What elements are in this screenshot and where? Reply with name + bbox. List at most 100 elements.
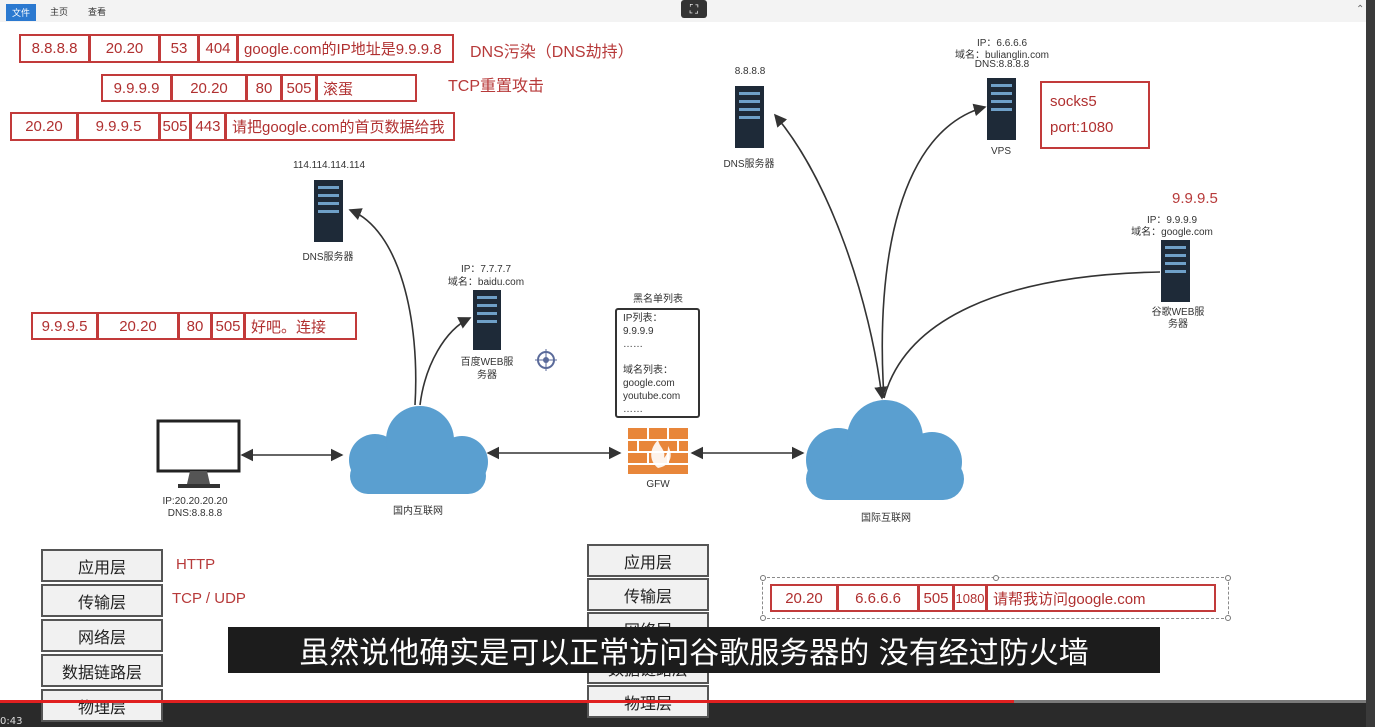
tab-view[interactable]: 查看 <box>88 8 107 18</box>
layer-physical: 物理层 <box>41 689 163 722</box>
crosshair-icon <box>535 349 557 371</box>
baidu-server-icon <box>473 290 501 350</box>
socks5-box: socks5 port:1080 <box>1040 81 1150 149</box>
tcp-reset-note: TCP重置攻击 <box>448 78 545 95</box>
dns-cn-server-icon <box>314 180 343 242</box>
google-label-1: 谷歌WEB服 <box>1151 307 1205 318</box>
packet-payload: 请把google.com的首页数据给我 <box>225 112 455 141</box>
computer-icon <box>156 419 241 488</box>
baidu-label-2: 务器 <box>477 370 497 381</box>
packet-dst: 9.9.9.5 <box>77 112 160 141</box>
gfw-label: GFW <box>646 479 670 490</box>
selection-box[interactable] <box>760 575 1231 621</box>
blacklist-line <box>623 351 692 364</box>
collapse-icon[interactable]: ⌃ <box>1356 4 1365 15</box>
blacklist-line: …… <box>623 339 643 350</box>
packet-payload: google.com的IP地址是9.9.9.8 <box>237 34 454 63</box>
layer-datalink: 数据链路层 <box>41 654 163 687</box>
blacklist-line: google.com <box>623 378 675 389</box>
baidu-ip: IP：7.7.7.7 <box>460 264 512 275</box>
blacklist-line: …… <box>623 404 643 415</box>
packet-dst-port: 505 <box>281 74 317 102</box>
packet-src: 20.20 <box>10 112 78 141</box>
fullscreen-icon[interactable]: ⛶ <box>681 0 707 18</box>
packet-dst: 20.20 <box>171 74 247 102</box>
layer-transport: 传输层 <box>587 578 709 611</box>
dns-cn-label: DNS服务器 <box>302 252 354 263</box>
resize-handle[interactable] <box>760 615 766 621</box>
blacklist-title: 黑名单列表 <box>633 294 683 305</box>
tab-file[interactable]: 文件 <box>6 4 37 21</box>
cn-cloud-to-baidu-arrow <box>419 317 472 406</box>
cn-internet-cloud <box>349 406 488 494</box>
packet-dst: 6.6.6.6 <box>837 584 919 612</box>
blacklist-box: IP列表： 9.9.9.9 …… 域名列表： google.com youtub… <box>615 308 700 418</box>
vps-ip: IP：6.6.6.6 <box>976 38 1028 49</box>
intl-cloud-to-google-arrow <box>883 271 1161 399</box>
baidu-domain: 域名：baidu.com <box>447 277 525 288</box>
packet-dst: 20.20 <box>97 312 179 340</box>
tcp-udp-label: TCP / UDP <box>172 590 246 607</box>
intl-internet-cloud <box>806 400 964 500</box>
packet-src-port: 505 <box>918 584 954 612</box>
google-server-icon <box>1161 240 1190 302</box>
packet-dst-port: 404 <box>198 34 238 63</box>
packet-src: 8.8.8.8 <box>19 34 90 63</box>
layer-application: 应用层 <box>587 544 709 577</box>
video-subtitle: 虽然说他确实是可以正常访问谷歌服务器的 没有经过防火墙 <box>228 627 1160 673</box>
firewall-icon <box>628 428 688 474</box>
dns-intl-ip: 8.8.8.8 <box>734 66 766 77</box>
video-time: 0:43 <box>0 716 23 727</box>
resize-handle[interactable] <box>760 575 766 581</box>
vps-server-icon <box>987 78 1016 140</box>
vps-domain: 域名：bulianglin.com <box>955 50 1049 61</box>
http-label: HTTP <box>176 556 216 573</box>
baidu-label-1: 百度WEB服 <box>460 357 514 368</box>
layer-application: 应用层 <box>41 549 163 582</box>
google-ip: IP：9.9.9.9 <box>1146 215 1198 226</box>
window-edge <box>1366 0 1375 727</box>
packet-src-port: 80 <box>246 74 282 102</box>
dns-pollution-note: DNS污染（DNS劫持） <box>470 44 634 61</box>
dns-intl-label: DNS服务器 <box>723 159 775 170</box>
google-domain: 域名：google.com <box>1131 227 1213 238</box>
google-highlight-ip: 9.9.9.5 <box>1172 190 1218 207</box>
pc-ip: IP:20.20.20.20 <box>162 496 228 507</box>
blacklist-line: 9.9.9.9 <box>623 326 654 337</box>
packet-src-port: 80 <box>178 312 212 340</box>
dns-cn-ip: 114.114.114.114 <box>292 160 366 171</box>
socks5-protocol: socks5 <box>1050 93 1097 110</box>
intl-cloud-label: 国际互联网 <box>861 513 911 524</box>
cn-cloud-to-dns-arrow <box>348 208 417 406</box>
pc-dns: DNS:8.8.8.8 <box>167 508 223 519</box>
intl-cloud-to-vps-arrow <box>881 103 987 399</box>
dns-intl-server-icon <box>735 86 764 148</box>
socks5-port: port:1080 <box>1050 119 1114 136</box>
packet-src: 9.9.9.5 <box>31 312 98 340</box>
packet-dst-port: 1080 <box>953 584 987 612</box>
video-progress-fill[interactable] <box>0 700 1014 703</box>
packet-payload: 好吧。连接 <box>244 312 357 340</box>
resize-handle[interactable] <box>1225 615 1231 621</box>
google-label-2: 务器 <box>1168 319 1188 330</box>
tab-home[interactable]: 主页 <box>50 8 69 18</box>
blacklist-line: IP列表： <box>623 313 663 324</box>
packet-payload: 滚蛋 <box>316 74 417 102</box>
layer-network: 网络层 <box>41 619 163 652</box>
resize-handle[interactable] <box>1225 575 1231 581</box>
packet-src-port: 505 <box>159 112 191 141</box>
packet-src-port: 53 <box>159 34 199 63</box>
blacklist-line: youtube.com <box>623 391 681 402</box>
layer-transport: 传输层 <box>41 584 163 617</box>
packet-payload: 请帮我访问google.com <box>986 584 1216 612</box>
intl-cloud-to-dns-arrow <box>773 113 887 400</box>
packet-dst-port: 505 <box>211 312 245 340</box>
packet-dst: 20.20 <box>89 34 160 63</box>
cn-cloud-label: 国内互联网 <box>393 506 443 517</box>
resize-handle[interactable] <box>993 575 999 581</box>
blacklist-line: 域名列表： <box>623 365 673 376</box>
packet-src: 9.9.9.9 <box>101 74 172 102</box>
vps-label: VPS <box>990 146 1011 157</box>
